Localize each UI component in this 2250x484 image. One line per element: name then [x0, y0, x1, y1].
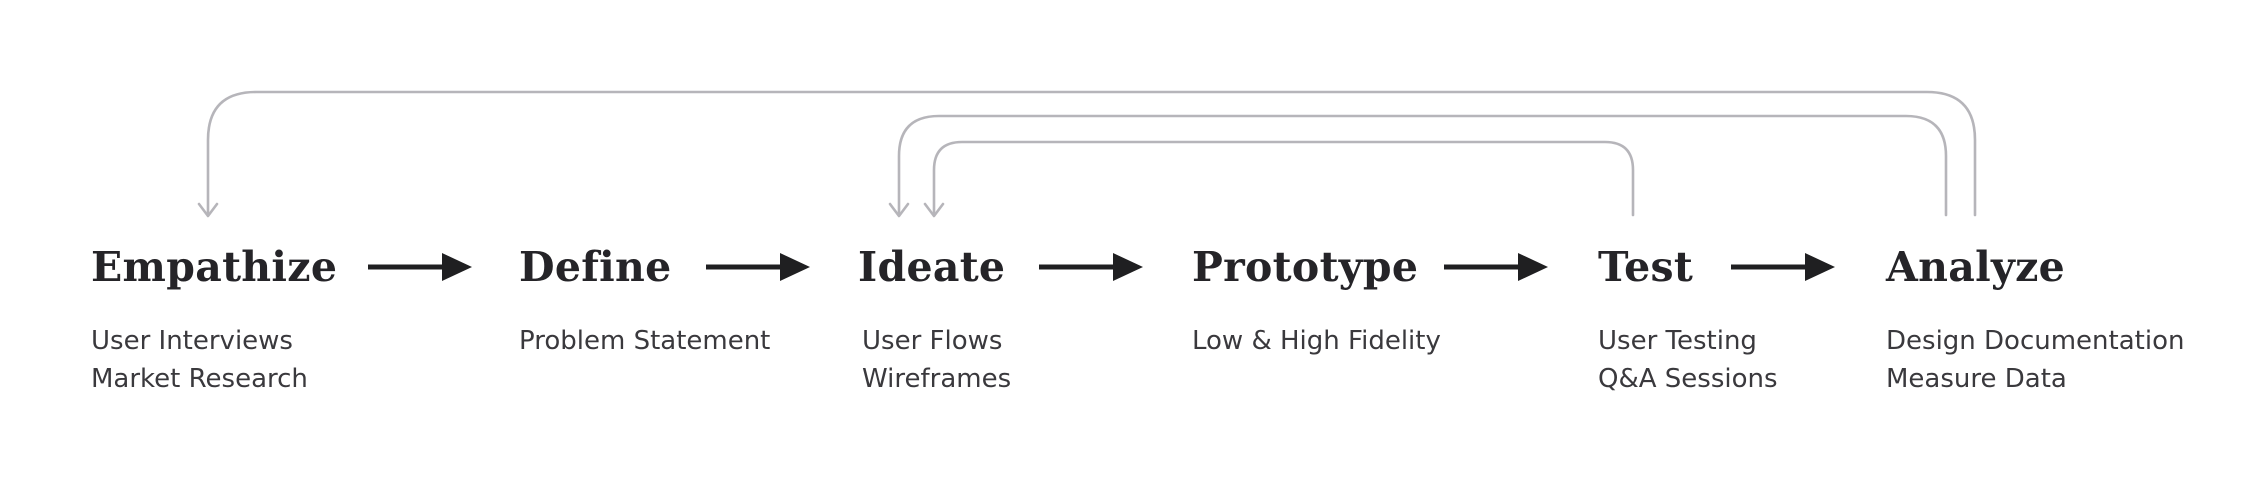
stage-empathize: Empathize User Interviews Market Researc…	[91, 238, 337, 398]
stage-prototype: Prototype Low & High Fidelity	[1192, 238, 1441, 360]
stage-item: User Testing	[1598, 326, 1757, 356]
stage-title: Empathize	[91, 243, 338, 291]
stage-items: User Interviews Market Research	[91, 322, 337, 398]
stage-item: Market Research	[91, 364, 308, 394]
stage-item: Wireframes	[862, 364, 1012, 394]
stage-define: Define Problem Statement	[519, 238, 770, 360]
stage-items: User Flows Wireframes	[858, 322, 1011, 398]
stage-title: Prototype	[1192, 243, 1419, 291]
stage-item: User Flows	[862, 326, 1003, 356]
loop-analyze-to-empathize-arrowhead	[197, 202, 219, 218]
stage-title: Analyze	[1886, 243, 2066, 291]
stage-item: User Interviews	[91, 326, 293, 356]
arrow-define-to-ideate	[706, 253, 810, 281]
stage-ideate: Ideate User Flows Wireframes	[858, 238, 1011, 398]
stage-items: Design Documentation Measure Data	[1886, 322, 2184, 398]
loop-test-to-ideate-arrowhead	[923, 202, 945, 218]
arrow-empathize-to-define	[368, 253, 472, 281]
stage-item: Q&A Sessions	[1598, 364, 1778, 394]
loop-analyze-to-ideate	[897, 114, 1948, 217]
stage-title: Test	[1598, 243, 1694, 291]
loop-analyze-to-empathize	[206, 90, 1977, 217]
loop-analyze-to-ideate-arrowhead	[888, 202, 910, 218]
stage-title: Ideate	[858, 243, 1006, 291]
stage-item: Low & High Fidelity	[1192, 326, 1441, 356]
loop-test-to-ideate	[932, 140, 1635, 217]
stage-items: Low & High Fidelity	[1192, 322, 1441, 360]
arrow-ideate-to-prototype	[1039, 253, 1143, 281]
stage-item: Problem Statement	[519, 326, 771, 356]
stage-item: Design Documentation	[1886, 326, 2185, 356]
stage-item: Measure Data	[1886, 364, 2067, 394]
stage-title: Define	[519, 243, 672, 291]
stage-test: Test User Testing Q&A Sessions	[1598, 238, 1778, 398]
stage-items: Problem Statement	[519, 322, 770, 360]
arrow-test-to-analyze	[1731, 253, 1835, 281]
stage-analyze: Analyze Design Documentation Measure Dat…	[1886, 238, 2184, 398]
arrow-prototype-to-test	[1444, 253, 1548, 281]
stage-items: User Testing Q&A Sessions	[1598, 322, 1778, 398]
